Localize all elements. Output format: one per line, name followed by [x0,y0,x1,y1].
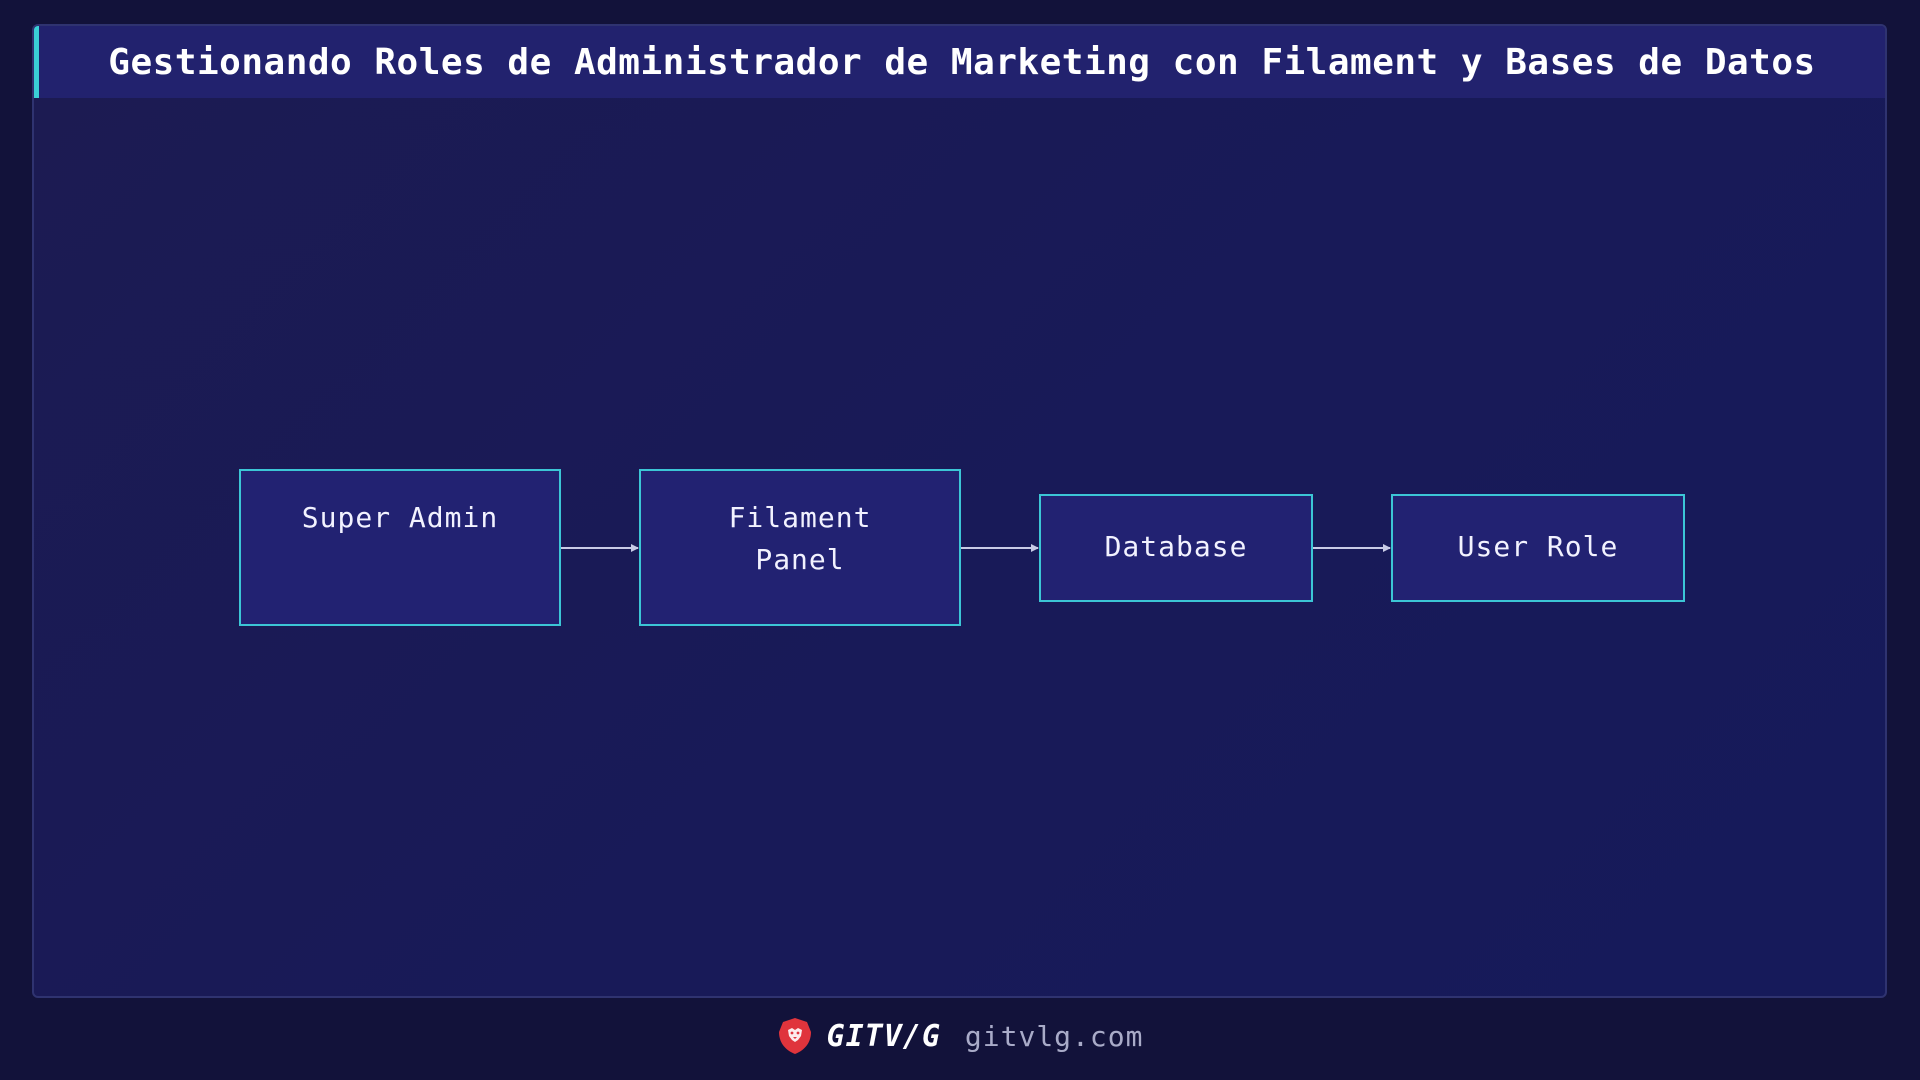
flow-diagram: Super Admin Filament Panel Database User… [34,26,1885,996]
node-label: Super Admin [301,501,499,534]
node-label: User Role [1457,530,1619,563]
footer: GITV/G gitvlg.com [0,1012,1920,1060]
node-super-admin: Super Admin [239,469,561,626]
node-label: Filament [728,501,872,534]
node-database: Database [1039,494,1313,602]
diagram-connectors [561,544,1391,552]
node-label: Database [1104,530,1248,563]
lion-shield-icon [778,1018,811,1054]
node-label: Panel [755,543,845,576]
diagram-frame: Gestionando Roles de Administrador de Ma… [32,24,1887,998]
node-user-role: User Role [1391,494,1685,602]
title-bar: Gestionando Roles de Administrador de Ma… [34,26,1885,98]
site-link[interactable]: gitvlg.com [964,1019,1144,1053]
brand-name: GITV/G [826,1018,941,1054]
node-filament-panel: Filament Panel [639,469,961,626]
page-title: Gestionando Roles de Administrador de Ma… [108,41,1816,83]
